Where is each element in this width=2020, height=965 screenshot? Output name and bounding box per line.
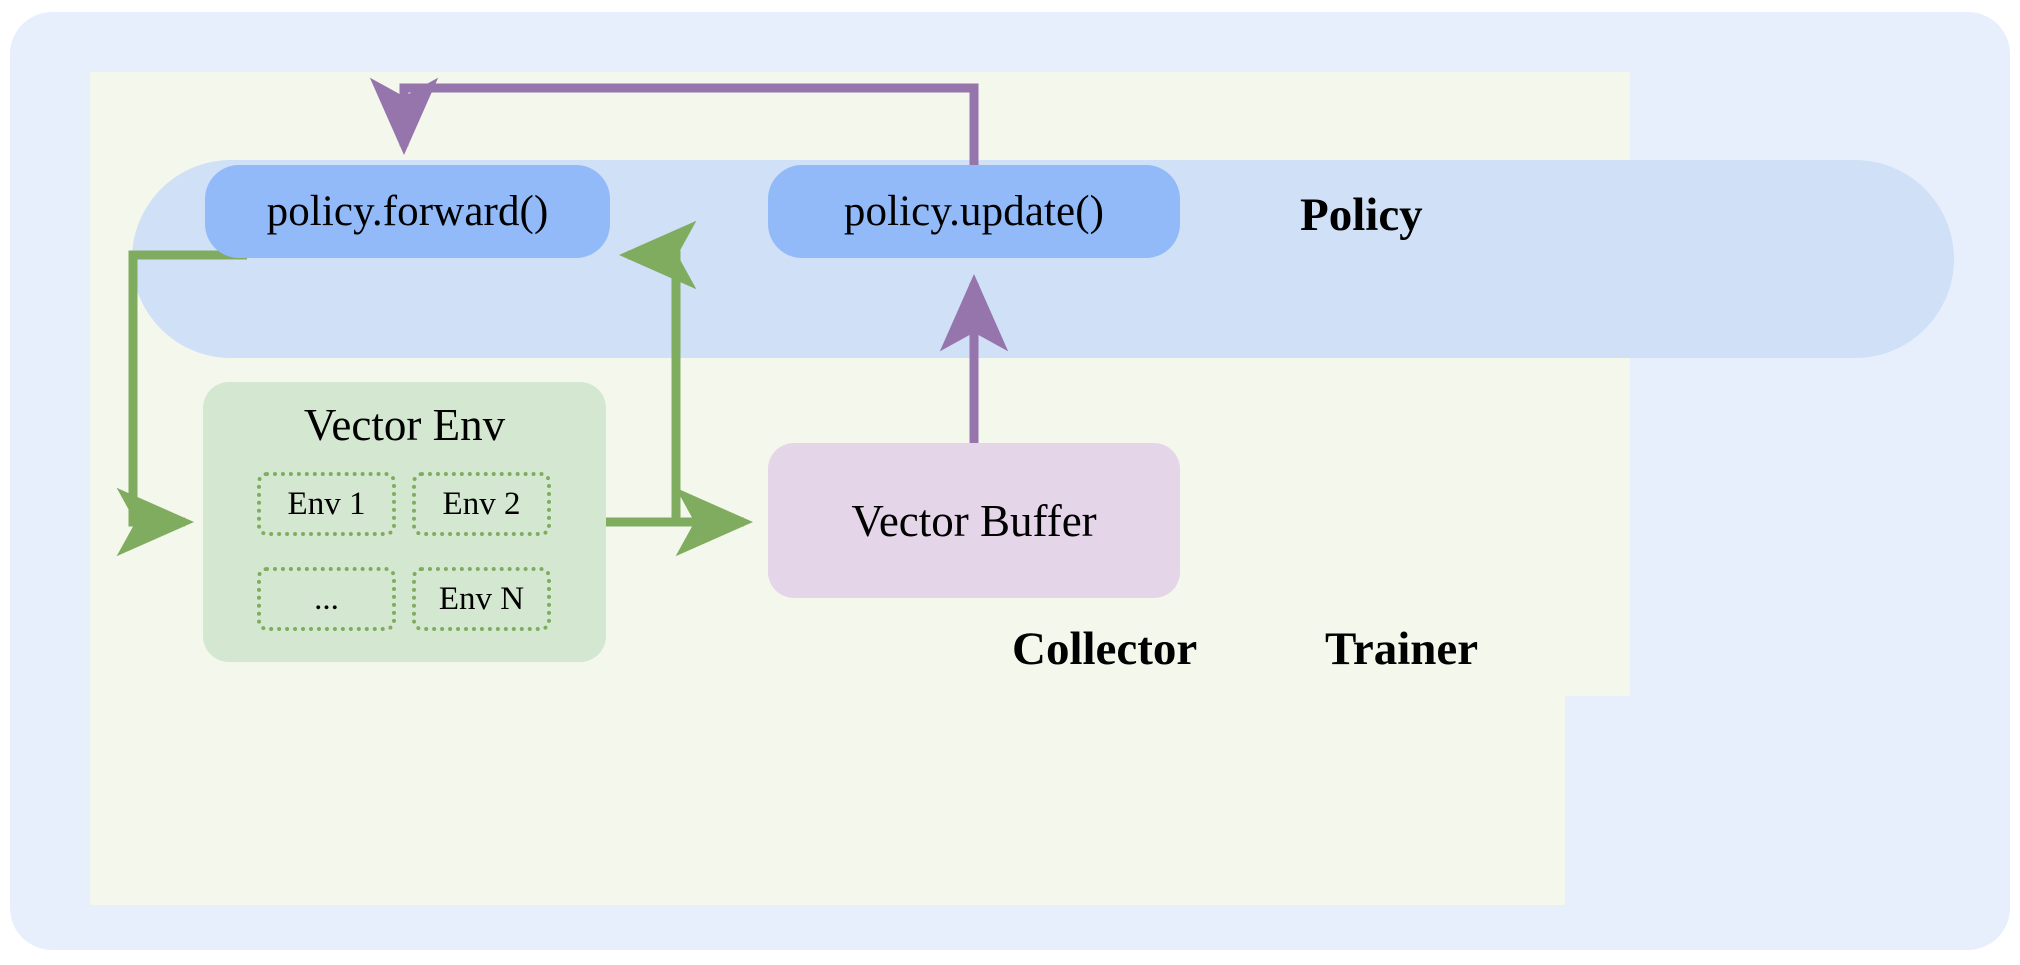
policy-update-node[interactable]: policy.update()	[768, 165, 1180, 258]
collector-container-label: Collector	[1012, 623, 1198, 675]
env-cell-n[interactable]: Env N	[412, 567, 551, 631]
vector-env-node[interactable]	[203, 382, 606, 662]
vector-env-label: Vector Env	[303, 400, 506, 450]
edge-env-to-forward	[618, 220, 697, 522]
env-cell-2[interactable]: Env 2	[412, 472, 551, 536]
vector-buffer-node[interactable]: Vector Buffer	[768, 443, 1180, 598]
env-cell-1[interactable]: Env 1	[257, 472, 396, 536]
policy-container-label: Policy	[1300, 189, 1423, 241]
edge-forward-to-env	[116, 250, 247, 557]
policy-forward-node[interactable]: policy.forward()	[205, 165, 610, 258]
env-cell-ellipsis[interactable]: ...	[257, 567, 396, 631]
trainer-container-label: Trainer	[1325, 623, 1479, 675]
edge-update-to-forward	[369, 77, 979, 165]
